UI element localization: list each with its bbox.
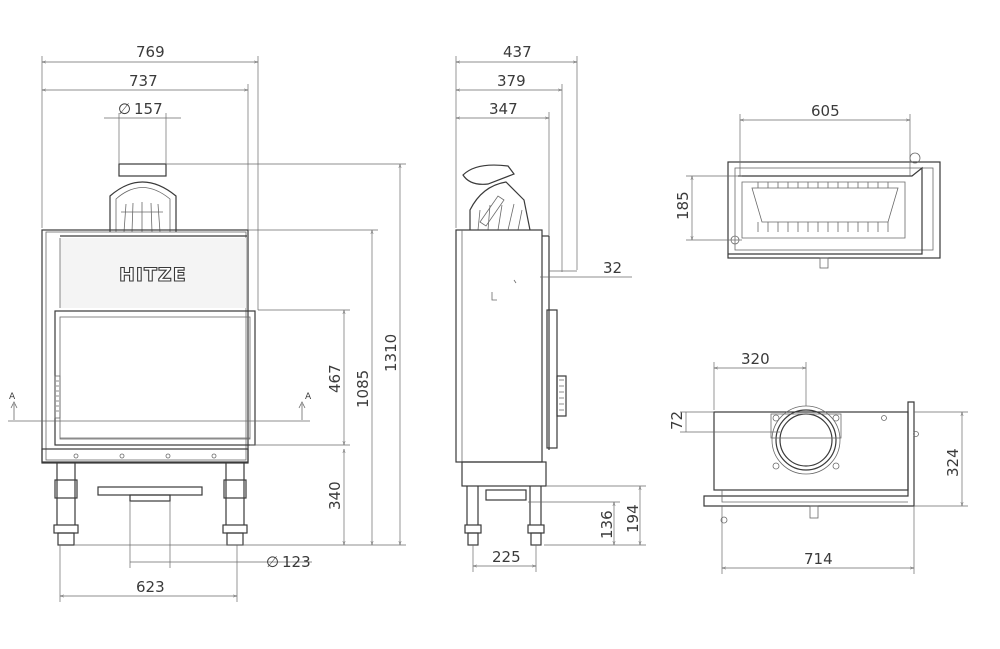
dim-section-depth: 185 xyxy=(674,175,742,241)
dim-1310-label: 1310 xyxy=(382,334,400,372)
dim-194-label: 194 xyxy=(624,504,642,533)
dim-714-label: 714 xyxy=(804,550,833,568)
side-flue xyxy=(462,164,531,231)
top-view: 320 72 324 714 xyxy=(668,350,968,574)
dim-324-label: 324 xyxy=(944,448,962,477)
dim-front-body-width: 737 xyxy=(42,72,249,230)
dim-door-height: 467 xyxy=(250,309,350,446)
side-body xyxy=(455,229,567,463)
dim-top-total-width: 714 xyxy=(721,506,915,574)
section-line: A A xyxy=(8,392,312,422)
dim-185-label: 185 xyxy=(674,191,692,220)
dim-flue-diameter: ∅ 157 xyxy=(104,100,181,164)
dim-379-label: 379 xyxy=(497,72,526,90)
section-mark-right: A xyxy=(305,392,312,402)
dim-136-label: 136 xyxy=(598,510,616,539)
side-view: 437 379 347 32 225 xyxy=(455,43,646,572)
dim-123-label: 123 xyxy=(282,553,311,571)
flue-collar xyxy=(109,163,177,233)
dim-section-width: 605 xyxy=(739,102,911,176)
dim-769-label: 769 xyxy=(136,43,165,61)
dim-leg-spacing: 623 xyxy=(59,545,238,602)
dim-72-label: 72 xyxy=(668,411,686,430)
dim-340-label: 340 xyxy=(326,481,344,510)
fireplace-body: HITZE xyxy=(41,229,249,463)
section-view: 605 185 xyxy=(674,102,941,269)
grate-ribs xyxy=(757,182,889,232)
dim-total-height: 1310 xyxy=(74,163,406,546)
dim-leg-height: 340 xyxy=(326,449,344,545)
front-view: HITZE xyxy=(8,43,406,602)
dim-32-label: 32 xyxy=(603,259,622,277)
diameter-symbol-inlet: ∅ xyxy=(266,553,279,571)
dim-225-label: 225 xyxy=(492,548,521,566)
dim-side-total-depth: 437 xyxy=(455,43,578,270)
legs xyxy=(53,463,248,546)
dim-top-flue-y: 72 xyxy=(668,411,780,433)
diameter-symbol-flue: ∅ xyxy=(118,100,131,118)
side-legs xyxy=(461,461,547,546)
dim-623-label: 623 xyxy=(136,578,165,596)
dim-157-label: 157 xyxy=(134,100,163,118)
dim-leg-base: 225 xyxy=(472,545,537,572)
dim-body-height: 1085 xyxy=(248,229,378,545)
top-flue-collar xyxy=(770,405,842,475)
dim-top-total-depth: 324 xyxy=(914,411,968,507)
section-mark-left: A xyxy=(9,392,16,402)
dim-top-flue-x: 320 xyxy=(713,350,807,410)
dim-737-label: 737 xyxy=(129,72,158,90)
dim-side-depth-2: 347 xyxy=(456,100,550,236)
base-plate xyxy=(41,448,249,464)
dim-320-label: 320 xyxy=(741,350,770,368)
dim-467-label: 467 xyxy=(326,364,344,393)
dim-437-label: 437 xyxy=(503,43,532,61)
dim-air-inlet-heights: 136 194 xyxy=(528,485,646,546)
dim-air-inlet-diameter: ∅ 123 xyxy=(129,501,312,571)
dim-605-label: 605 xyxy=(811,102,840,120)
dim-front-total-width: 769 xyxy=(41,43,259,310)
brand-logo: HITZE xyxy=(119,264,187,286)
dim-347-label: 347 xyxy=(489,100,518,118)
dim-frame-offset: 32 xyxy=(540,259,632,278)
dim-1085-label: 1085 xyxy=(354,370,372,408)
fireplace-door xyxy=(54,310,256,446)
dim-side-depth-1: 379 xyxy=(456,72,563,272)
